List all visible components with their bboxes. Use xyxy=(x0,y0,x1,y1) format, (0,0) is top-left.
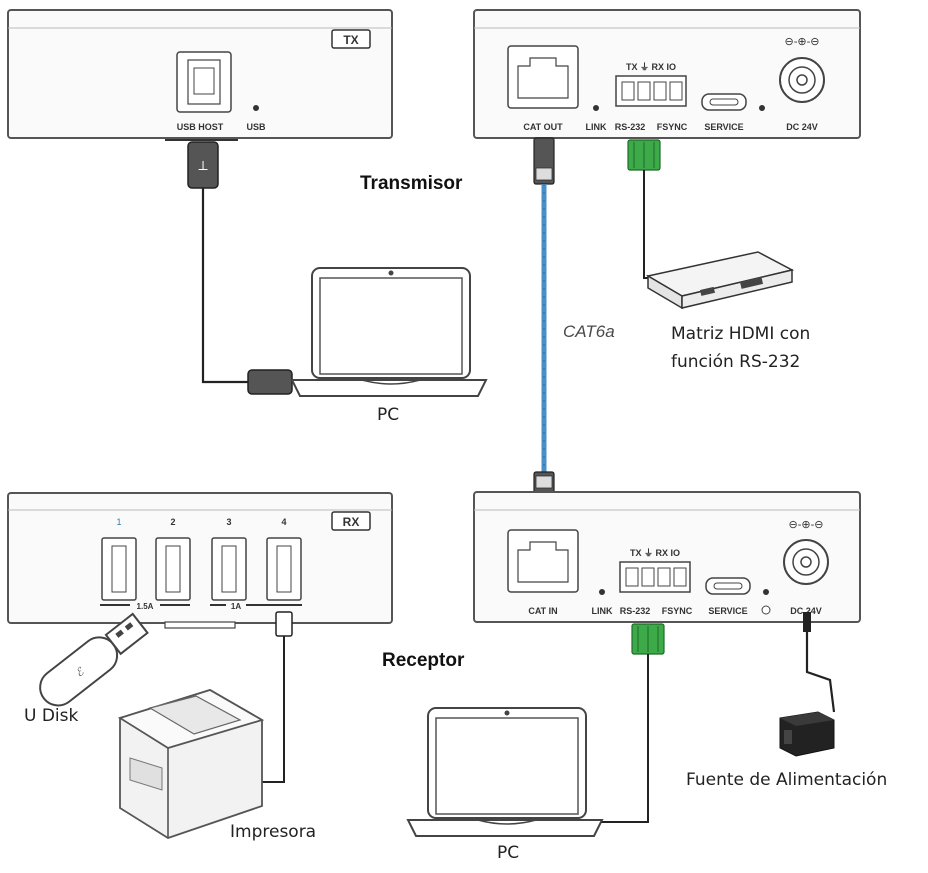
cat-out-label: CAT OUT xyxy=(523,122,563,132)
pc-bottom-label: PC xyxy=(497,843,520,863)
cable-label: CAT6a xyxy=(563,322,615,341)
usb-cable-rx-printer xyxy=(262,611,293,783)
service-port xyxy=(701,93,747,111)
usb-port-1 xyxy=(101,537,137,601)
dc-jack: ⊖-⊕-⊖ xyxy=(779,36,825,103)
matrix-label-line1: Matriz HDMI con xyxy=(671,324,811,344)
rx-reset-button xyxy=(761,605,771,615)
rx-dc-label: DC 24V xyxy=(790,606,822,616)
rx-link-label: LINK xyxy=(592,606,613,616)
link-led xyxy=(593,105,599,111)
service-led xyxy=(759,105,765,111)
current-label-b: 1A xyxy=(231,602,241,611)
tx-badge: TX xyxy=(343,33,358,47)
rx-rs232-label: RS-232 xyxy=(620,606,651,616)
svg-text:⟂: ⟂ xyxy=(198,157,208,173)
port-number-2: 2 xyxy=(170,517,175,527)
usb-port-4 xyxy=(266,537,302,601)
rx-rs232-terminal xyxy=(619,561,691,593)
usb-host-label: USB HOST xyxy=(177,122,224,132)
svg-text:⊖-⊕-⊖: ⊖-⊕-⊖ xyxy=(789,519,824,531)
rx-badge: RX xyxy=(343,515,360,529)
usb-plug-printer-icon xyxy=(275,611,293,637)
rs232-cable-tx-matrix xyxy=(627,139,664,279)
rx-rear-panel: TX ⏚ RX IO ⊖-⊕-⊖ CAT IN LINK RS-232 FSYN… xyxy=(473,491,861,623)
pc-top-label: PC xyxy=(377,405,400,425)
usb-port-2 xyxy=(155,537,191,601)
printer-icon xyxy=(117,689,265,839)
current-label-a: 1.5A xyxy=(137,602,154,611)
cat-in-label: CAT IN xyxy=(528,606,557,616)
fsync-label: FSYNC xyxy=(657,122,688,132)
rx-service-label: SERVICE xyxy=(708,606,747,616)
rx-front-panel: RX 1 2 3 4 1.5A 1A xyxy=(7,492,393,629)
usb-plug-pc-icon xyxy=(247,369,293,395)
tx-terminal-top-label: TX ⏚ RX IO xyxy=(626,62,676,72)
rx-terminal-top-label: TX ⏚ RX IO xyxy=(630,548,680,558)
printer-label: Impresora xyxy=(230,822,317,842)
rs232-cable-rx-pc xyxy=(598,623,665,823)
u-disk-label: U Disk xyxy=(24,706,79,726)
rs232-label: RS-232 xyxy=(615,122,646,132)
usb-led xyxy=(253,105,259,111)
svg-text:⊖-⊕-⊖: ⊖-⊕-⊖ xyxy=(785,36,820,48)
usb-host-port xyxy=(176,51,232,113)
cat-in-port xyxy=(507,529,579,593)
rx-link-led xyxy=(599,589,605,595)
laptop-icon-top xyxy=(290,267,488,397)
tx-front-panel: TX USB HOST USB xyxy=(7,9,393,141)
port-number-1: 1 xyxy=(116,517,121,527)
usb-cable-tx-pc: ⟂ xyxy=(187,141,293,395)
port-number-4: 4 xyxy=(281,517,286,527)
transmitter-label: Transmisor xyxy=(360,173,463,194)
service-label: SERVICE xyxy=(704,122,743,132)
usb-port-3 xyxy=(211,537,247,601)
rx-badge-box xyxy=(331,511,371,531)
dc-label: DC 24V xyxy=(786,122,818,132)
tx-rear-panel: TX ⏚ RX IO ⊖-⊕-⊖ CAT OUT LINK RS-232 FSY… xyxy=(473,9,861,139)
power-adapter-icon xyxy=(779,711,835,757)
usb-drive-icon: ℰ xyxy=(39,612,149,707)
rx-fsync-label: FSYNC xyxy=(662,606,693,616)
hdmi-matrix-icon xyxy=(645,251,795,310)
laptop-icon-bottom xyxy=(406,707,604,837)
power-supply-label: Fuente de Alimentación xyxy=(686,770,888,790)
rs232-terminal xyxy=(615,75,687,107)
usb-label: USB xyxy=(246,122,266,132)
cat6a-cable xyxy=(533,137,555,519)
matrix-label-line2: función RS-232 xyxy=(671,352,801,372)
port-number-3: 3 xyxy=(226,517,231,527)
receiver-label: Receptor xyxy=(382,650,465,671)
cat-out-port xyxy=(507,45,579,109)
rx-service-led xyxy=(763,589,769,595)
tx-badge-box xyxy=(331,29,371,49)
power-cable xyxy=(779,612,836,757)
rx-dc-jack: ⊖-⊕-⊖ xyxy=(783,519,829,585)
rx-service-port xyxy=(705,577,751,595)
link-label: LINK xyxy=(586,122,607,132)
